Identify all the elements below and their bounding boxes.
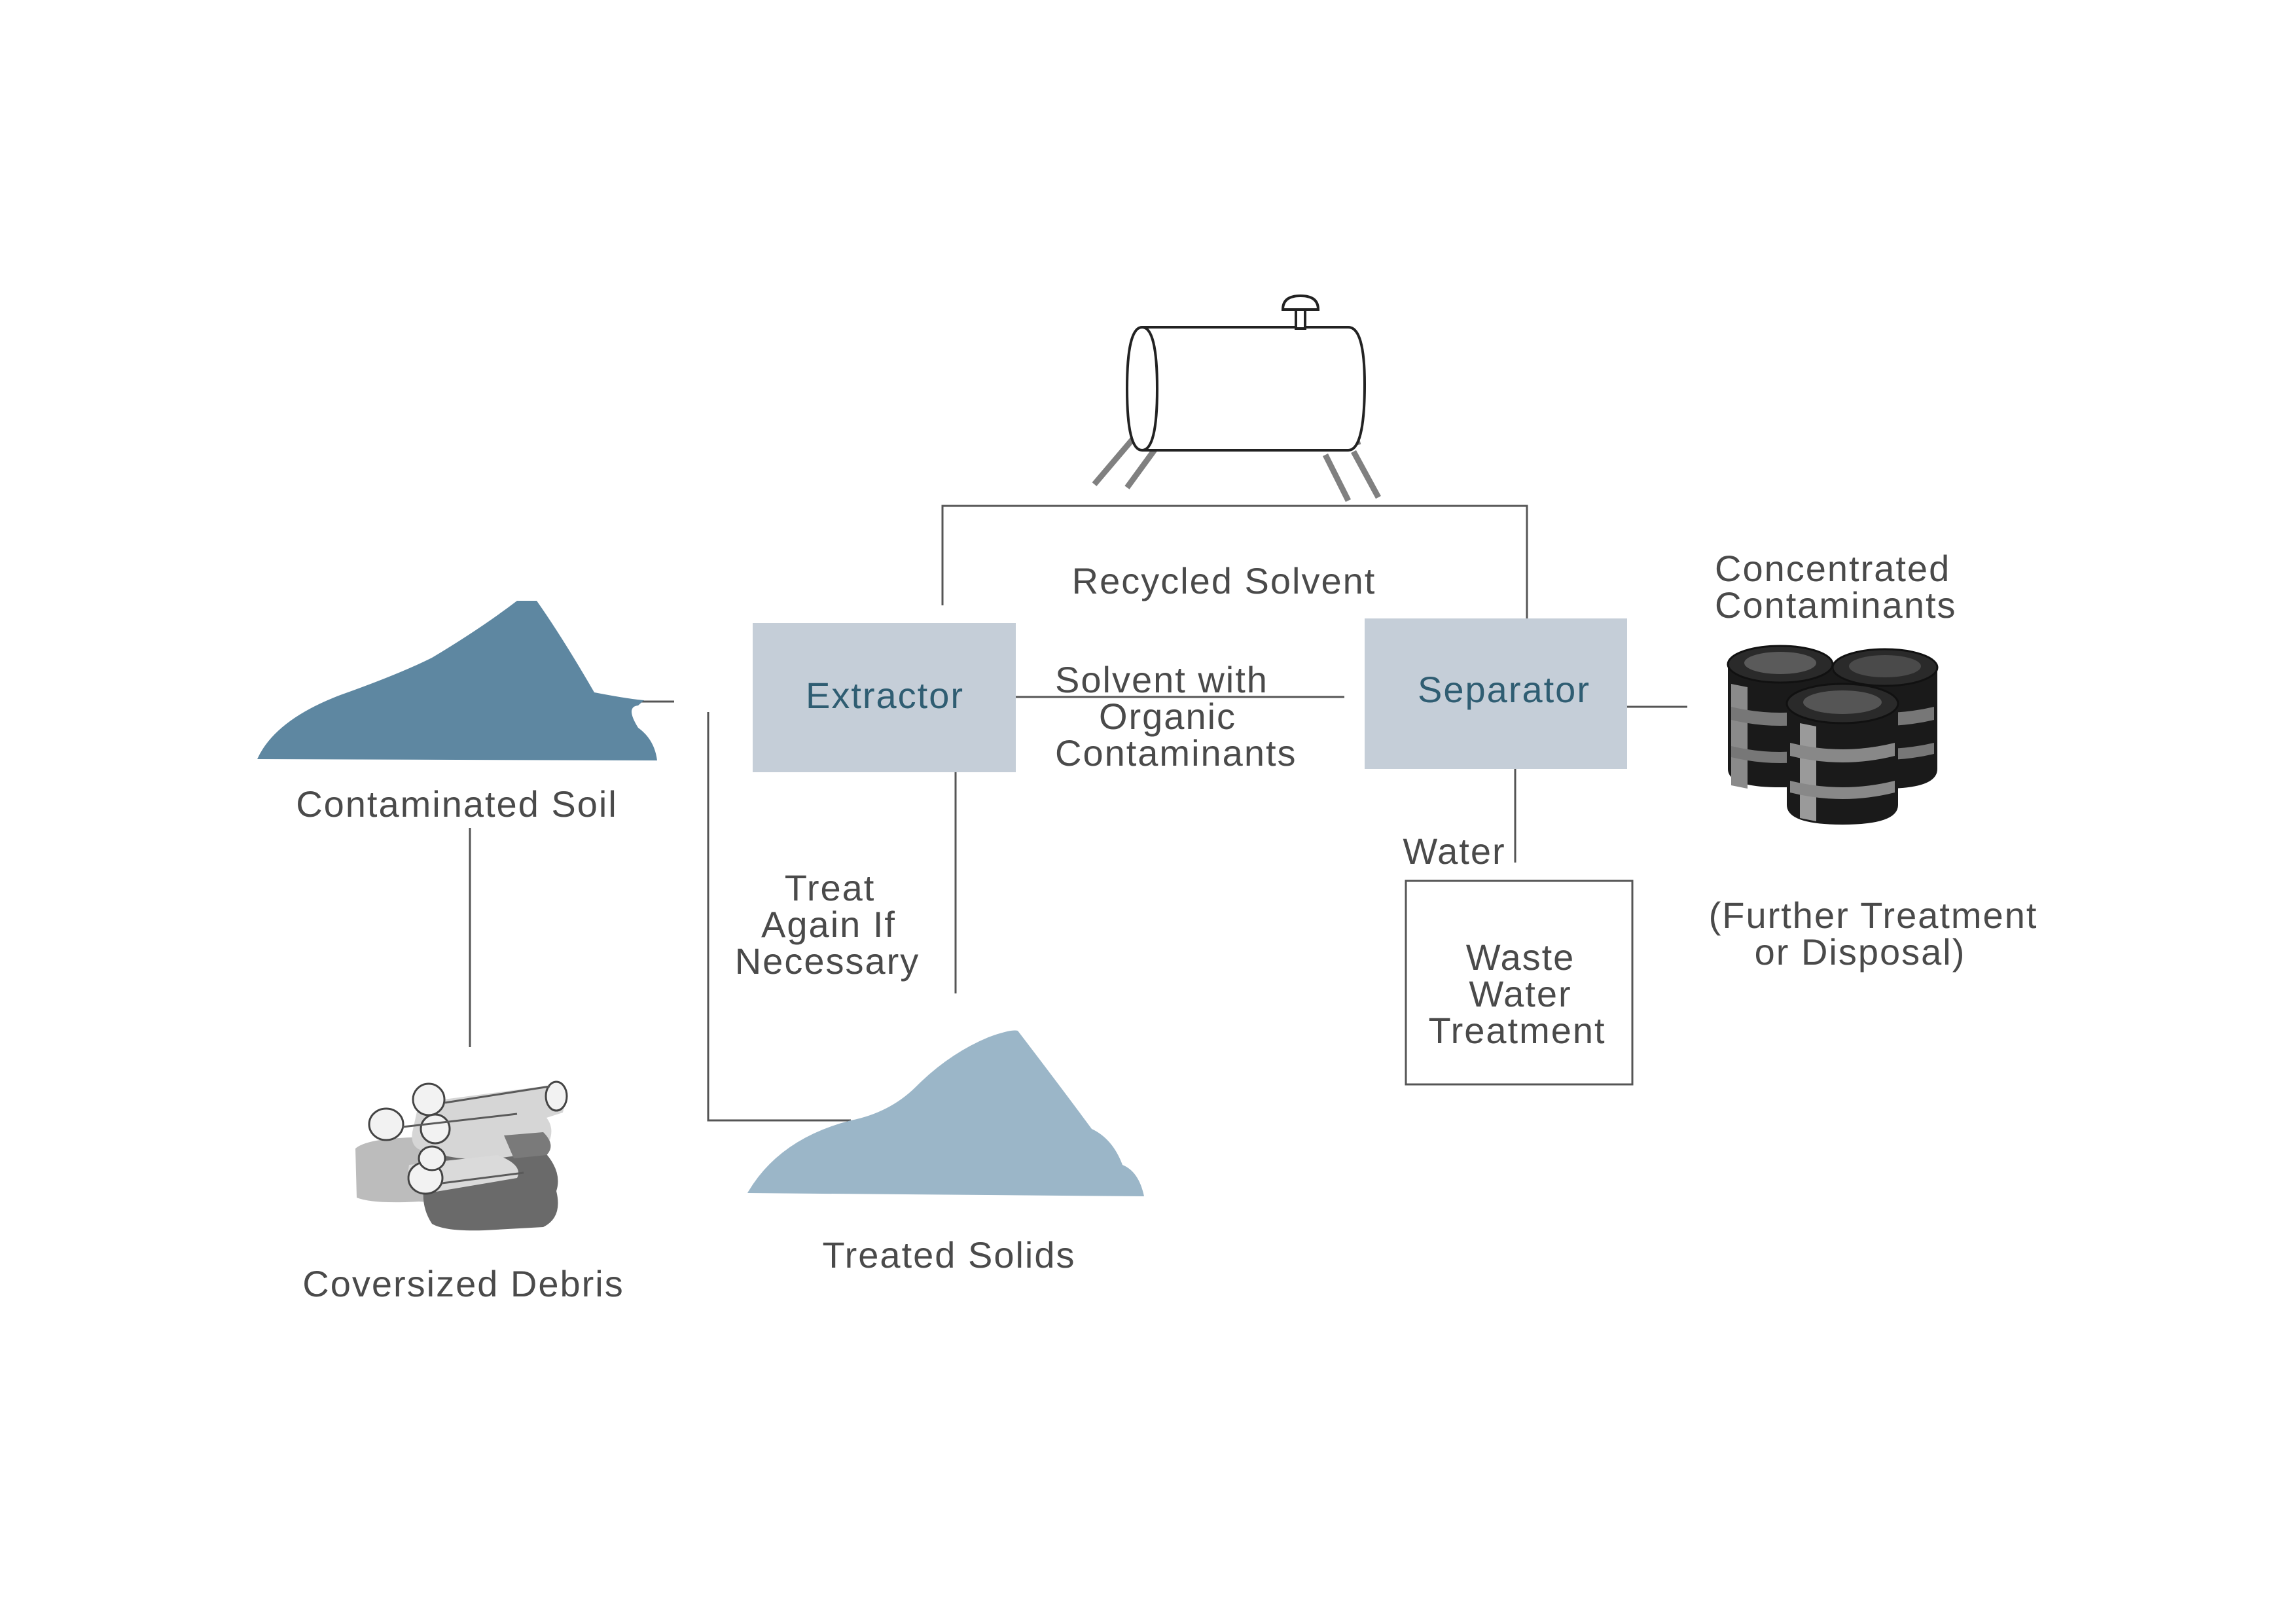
- waste-water-label-line-3: Treatment: [1428, 1010, 1605, 1051]
- recycled-solvent-label: Recycled Solvent: [1072, 560, 1376, 601]
- solvent-with-contaminants-line-3: Contaminants: [1055, 732, 1297, 774]
- separator-node: Separator: [1365, 618, 1627, 769]
- treat-again-line-1: Treat: [785, 867, 876, 908]
- extractor-node: Extractor: [753, 623, 1016, 772]
- treat-again-line-2: Again If: [761, 904, 896, 945]
- treat-again-line-3: Necessary: [735, 940, 920, 982]
- concentrated-contaminants-line-1: Concentrated: [1715, 548, 1950, 589]
- solvent-with-contaminants-line-1: Solvent with: [1055, 659, 1268, 700]
- further-treatment-line-1: (Further Treatment: [1709, 895, 2038, 936]
- debris-pile-icon: [355, 1080, 568, 1231]
- solvent-with-contaminants-line-2: Organic: [1099, 696, 1236, 737]
- further-treatment-line-2: or Disposal): [1755, 931, 1966, 972]
- treated-solids-pile-icon: [747, 1030, 1144, 1196]
- extractor-label: Extractor: [806, 675, 964, 716]
- contaminated-soil-label: Contaminated Soil: [296, 783, 618, 825]
- water-label: Water: [1403, 830, 1505, 872]
- solvent-tank-icon: [1092, 294, 1381, 503]
- recycle-line: [941, 505, 1528, 618]
- return-line: [707, 712, 851, 1122]
- waste-water-treatment-node: Waste Water Treatment: [1405, 880, 1634, 1086]
- waste-water-label-line-2: Water: [1469, 973, 1571, 1014]
- drums-icon: [1727, 645, 1939, 825]
- treated-solids-label: Treated Solids: [823, 1234, 1076, 1275]
- separator-label: Separator: [1418, 669, 1590, 710]
- oversized-debris-label: Coversized Debris: [302, 1263, 624, 1304]
- waste-water-label-line-1: Waste: [1466, 936, 1575, 978]
- soil-pile-icon: [257, 601, 657, 760]
- concentrated-contaminants-line-2: Contaminants: [1715, 584, 1957, 626]
